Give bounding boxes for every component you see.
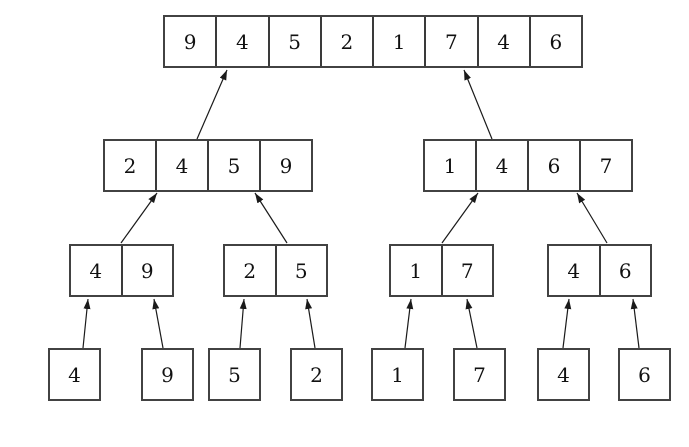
array-cell: 2 xyxy=(319,17,372,66)
array-cell: 4 xyxy=(475,141,527,190)
arrow-elem3-to-pair2 xyxy=(239,298,247,349)
array-cell: 4 xyxy=(476,17,529,66)
array-node-pair4: 4 6 xyxy=(547,244,652,297)
array-cell: 5 xyxy=(207,141,259,190)
array-cell: 7 xyxy=(440,246,493,295)
arrow-elem4-to-pair2 xyxy=(305,298,316,349)
arrow-elem6-to-pair3 xyxy=(465,298,478,349)
arrow-pair1-to-half-left xyxy=(120,192,158,244)
arrow-elem8-to-pair4 xyxy=(630,298,640,349)
array-node-half-left: 2 4 5 9 xyxy=(103,139,313,192)
array-cell: 9 xyxy=(183,29,197,54)
array-cell: 2 xyxy=(123,153,137,178)
array-cell: 4 xyxy=(215,17,267,66)
array-cell: 6 xyxy=(528,17,581,66)
array-node-elem7: 4 xyxy=(537,348,590,401)
array-cell: 7 xyxy=(424,17,476,66)
array-node-elem4: 2 xyxy=(290,348,343,401)
array-cell: 4 xyxy=(155,141,207,190)
array-node-top: 9 4 5 2 1 7 4 6 xyxy=(163,15,583,68)
arrow-pair3-to-half-right xyxy=(441,192,479,244)
array-cell: 4 xyxy=(567,258,581,283)
array-cell: 2 xyxy=(310,362,323,387)
array-cell: 5 xyxy=(274,246,327,295)
array-cell: 5 xyxy=(228,362,241,387)
array-cell: 9 xyxy=(259,141,311,190)
array-cell: 5 xyxy=(267,17,320,66)
arrow-elem2-to-pair1 xyxy=(152,298,164,349)
array-node-half-right: 1 4 6 7 xyxy=(423,139,633,192)
array-cell: 4 xyxy=(557,362,570,387)
arrow-elem1-to-pair1 xyxy=(82,298,91,349)
array-cell: 9 xyxy=(120,246,173,295)
arrow-half-left-to-top xyxy=(196,69,228,140)
array-cell: 1 xyxy=(391,362,404,387)
arrow-pair2-to-half-left xyxy=(254,192,288,244)
array-cell: 1 xyxy=(443,153,457,178)
array-node-elem3: 5 xyxy=(208,348,261,401)
arrow-half-right-to-top xyxy=(463,69,493,140)
array-node-pair3: 1 7 xyxy=(389,244,494,297)
array-node-elem2: 9 xyxy=(141,348,194,401)
array-cell: 7 xyxy=(579,141,631,190)
array-node-elem8: 6 xyxy=(618,348,671,401)
array-cell: 2 xyxy=(243,258,257,283)
array-cell: 6 xyxy=(598,246,651,295)
array-node-pair2: 2 5 xyxy=(223,244,328,297)
array-node-elem5: 1 xyxy=(371,348,424,401)
array-node-elem6: 7 xyxy=(453,348,506,401)
array-cell: 9 xyxy=(161,362,174,387)
array-cell: 6 xyxy=(527,141,579,190)
arrow-elem7-to-pair4 xyxy=(562,298,572,349)
array-cell: 4 xyxy=(68,362,81,387)
array-node-elem1: 4 xyxy=(48,348,101,401)
array-node-pair1: 4 9 xyxy=(69,244,174,297)
array-cell: 1 xyxy=(409,258,423,283)
array-cell: 4 xyxy=(89,258,103,283)
array-cell: 1 xyxy=(372,17,424,66)
array-cell: 7 xyxy=(473,362,486,387)
arrow-elem5-to-pair3 xyxy=(404,298,414,349)
array-cell: 6 xyxy=(638,362,651,387)
arrow-pair4-to-half-right xyxy=(576,192,608,244)
